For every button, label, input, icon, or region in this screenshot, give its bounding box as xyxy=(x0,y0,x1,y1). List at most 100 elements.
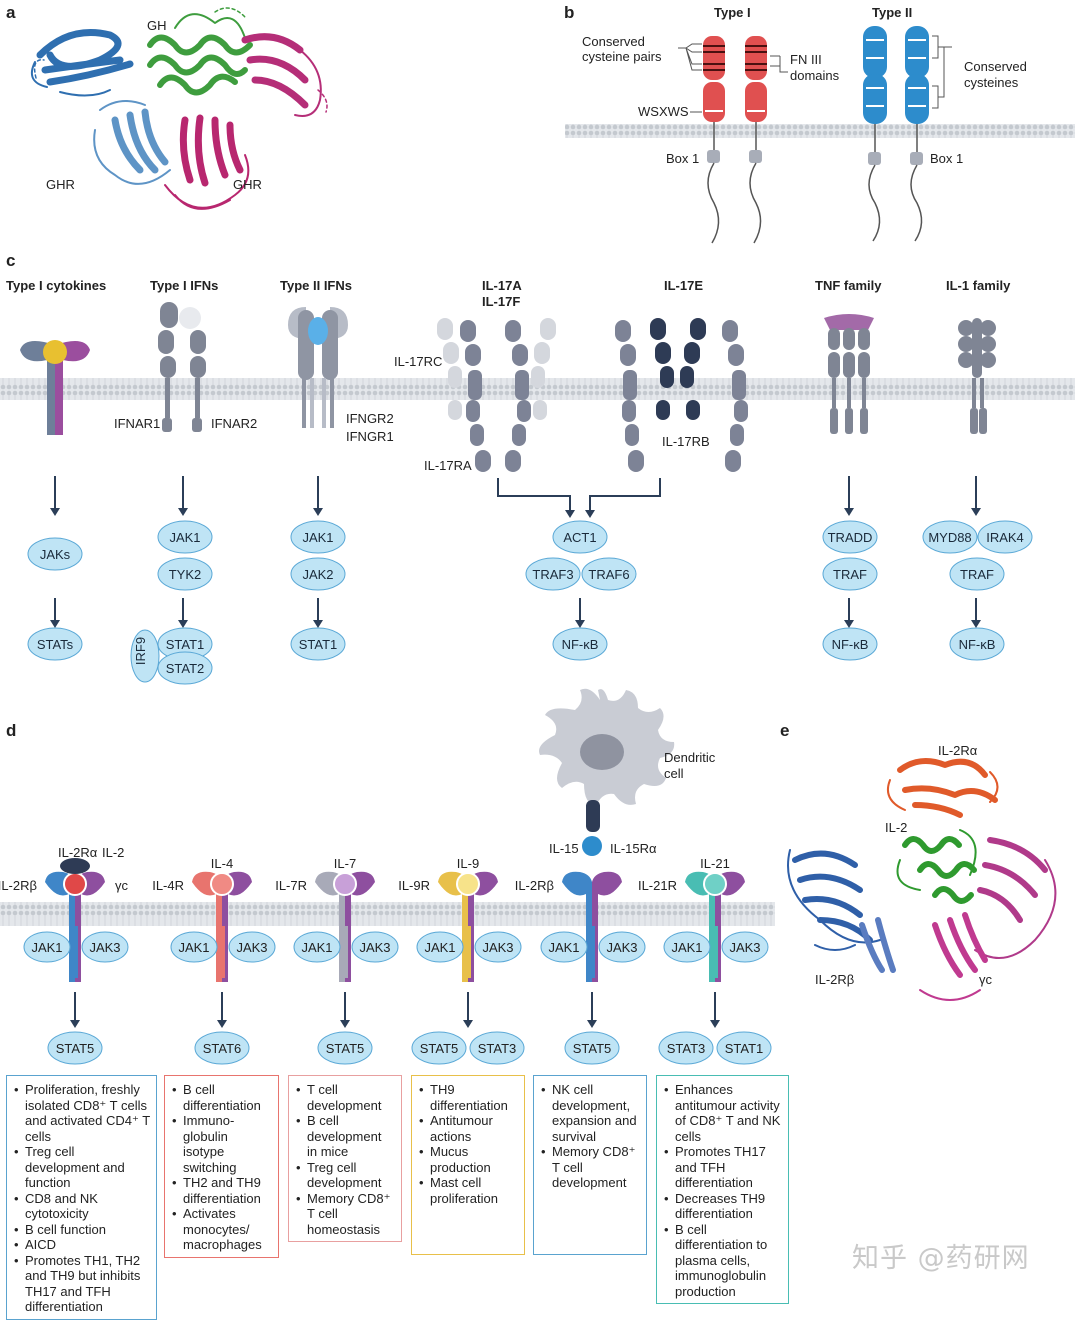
type2-receptor-1 xyxy=(863,26,887,242)
function-item: TH2 and TH9 differentiation xyxy=(172,1175,272,1206)
type2-receptor-2 xyxy=(905,26,929,242)
receptor-left-label: IL-21R xyxy=(638,878,677,893)
function-item: B cell function xyxy=(14,1222,150,1238)
node-stat2: STAT2 xyxy=(157,651,213,685)
membrane-c xyxy=(0,378,1075,400)
il1-family-receptor xyxy=(958,318,996,434)
function-item: Memory CD8⁺ T cell development xyxy=(541,1144,640,1191)
function-item: Mast cell proliferation xyxy=(419,1175,518,1206)
function-item: Treg cell development xyxy=(296,1160,395,1191)
function-item: AICD xyxy=(14,1237,150,1253)
ghr-left-label: GHR xyxy=(46,177,75,192)
svg-text:JAK1: JAK1 xyxy=(302,530,333,545)
conserved-cysteines-label-1: Conserved xyxy=(964,59,1027,74)
function-box-3: T cell developmentB cell development in … xyxy=(288,1075,402,1242)
stat-node: STAT3 xyxy=(658,1031,714,1065)
receptor-right-label: γc xyxy=(115,878,129,893)
svg-text:NF-κB: NF-κB xyxy=(959,637,996,652)
receptor-left-label: IL-2Rβ xyxy=(0,878,37,893)
il17rc-label: IL-17RC xyxy=(394,354,442,369)
cytokine-label: IL-2 xyxy=(102,845,124,860)
watermark: 知乎 @药研网 xyxy=(852,1243,1030,1274)
function-box-4: TH9 differentiationAntitumour actionsMuc… xyxy=(411,1075,525,1255)
svg-text:NF-κB: NF-κB xyxy=(562,637,599,652)
function-list: T cell developmentB cell development in … xyxy=(295,1082,395,1237)
box1-left-label: Box 1 xyxy=(666,151,699,166)
jak-left-node: JAK1 xyxy=(540,931,588,963)
jak-right-label: JAK3 xyxy=(236,940,267,955)
ghr-right-label: GHR xyxy=(233,177,262,192)
receptor-left-label: IL-7R xyxy=(275,878,307,893)
il17af-receptors xyxy=(437,318,556,472)
stat-label: STAT3 xyxy=(667,1041,706,1056)
stat-label: STAT5 xyxy=(326,1041,365,1056)
jak-left-node: JAK1 xyxy=(293,931,341,963)
header-type1-cytokines: Type I cytokines xyxy=(6,278,106,293)
jak-left-label: JAK1 xyxy=(178,940,209,955)
function-box-1: Proliferation, freshly isolated CD8⁺ T c… xyxy=(6,1075,157,1320)
jak-right-label: JAK3 xyxy=(606,940,637,955)
stat-node: STAT6 xyxy=(194,1031,250,1065)
jak-left-label: JAK1 xyxy=(301,940,332,955)
jak-right-label: JAK3 xyxy=(482,940,513,955)
function-box-6: Enhances antitumour activity of CD8⁺ T a… xyxy=(656,1075,789,1304)
node-traf6: TRAF6 xyxy=(581,557,637,591)
il17ra-label: IL-17RA xyxy=(424,458,472,473)
jak-left-label: JAK1 xyxy=(671,940,702,955)
il2ra-label: IL-2Rα xyxy=(58,845,98,860)
svg-text:ACT1: ACT1 xyxy=(563,530,596,545)
function-box-2: B cell differentiationImmuno-globulin is… xyxy=(164,1075,279,1258)
gh-ghr-structure: GH GHR GHR xyxy=(31,7,328,210)
il15-label: IL-15 xyxy=(549,841,579,856)
node-tradd: TRADD xyxy=(822,520,878,554)
panel-c-arrowheads xyxy=(50,508,981,628)
header-type1-ifns: Type I IFNs xyxy=(150,278,218,293)
function-item: CD8 and NK cytotoxicity xyxy=(14,1191,150,1222)
svg-text:TYK2: TYK2 xyxy=(169,567,202,582)
ifngr2-label: IFNGR2 xyxy=(346,411,394,426)
il17e-receptors xyxy=(615,318,748,472)
node-traf3: TRAF3 xyxy=(525,557,581,591)
stat-node: STAT5 xyxy=(411,1031,467,1065)
panel-label-d: d xyxy=(6,721,16,740)
fn3-domains-label-1: FN III xyxy=(790,52,822,67)
function-item: Treg cell development and function xyxy=(14,1144,150,1191)
panel-label-a: a xyxy=(6,3,16,22)
header-type2-ifns: Type II IFNs xyxy=(280,278,352,293)
panel-label-c: c xyxy=(6,251,15,270)
node-irak4: IRAK4 xyxy=(977,520,1033,554)
node-tyk2: TYK2 xyxy=(157,557,213,591)
svg-text:STAT2: STAT2 xyxy=(166,661,205,676)
svg-text:STAT1: STAT1 xyxy=(299,637,338,652)
function-item: Proliferation, freshly isolated CD8⁺ T c… xyxy=(14,1082,150,1144)
svg-text:NF-κB: NF-κB xyxy=(832,637,869,652)
conserved-cysteine-pairs-label-2: cysteine pairs xyxy=(582,49,662,64)
function-list: Proliferation, freshly isolated CD8⁺ T c… xyxy=(13,1082,150,1315)
type2-ifn-receptor xyxy=(288,307,348,428)
receptor-left-label: IL-9R xyxy=(398,878,430,893)
cytokine-label: IL-9 xyxy=(457,856,479,871)
function-item: NK cell development, expansion and survi… xyxy=(541,1082,640,1144)
jak-right-node: JAK3 xyxy=(228,931,276,963)
dendritic-label-1: Dendritic xyxy=(664,750,716,765)
svg-text:STAT1: STAT1 xyxy=(166,637,205,652)
cytokine-families-panel: Type I cytokines Type I IFNs Type II IFN… xyxy=(0,278,1075,685)
function-item: TH9 differentiation xyxy=(419,1082,518,1113)
header-il17e: IL-17E xyxy=(664,278,703,293)
jak-right-node: JAK3 xyxy=(351,931,399,963)
function-item: Enhances antitumour activity of CD8⁺ T a… xyxy=(664,1082,782,1144)
function-list: TH9 differentiationAntitumour actionsMuc… xyxy=(418,1082,518,1206)
svg-text:STATs: STATs xyxy=(37,637,74,652)
conserved-cysteine-pairs-label-1: Conserved xyxy=(582,34,645,49)
dendritic-cell xyxy=(539,688,675,856)
function-box-5: NK cell development, expansion and survi… xyxy=(533,1075,647,1255)
type1-cytokine-receptor xyxy=(20,340,90,435)
function-item: Mucus production xyxy=(419,1144,518,1175)
stat-node: STAT5 xyxy=(564,1031,620,1065)
node-nfkb-il17: NF-κB xyxy=(552,627,608,661)
panel-label-b: b xyxy=(564,3,574,22)
wsxws-label: WSXWS xyxy=(638,104,689,119)
node-jak2: JAK2 xyxy=(290,557,346,591)
